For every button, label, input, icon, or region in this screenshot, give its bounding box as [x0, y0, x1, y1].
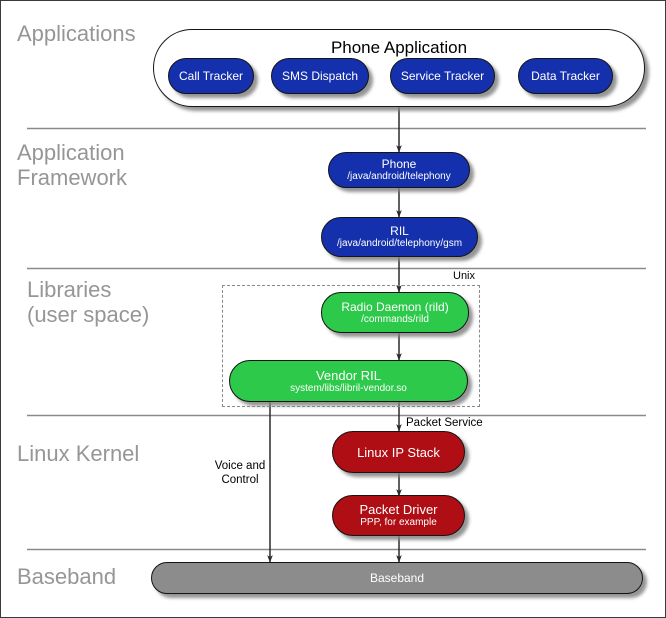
framework-node-ril[interactable]: RIL /java/android/telephony/gsm: [321, 217, 478, 257]
tier-label-baseband: Baseband: [17, 564, 117, 589]
baseband-label: Baseband: [369, 571, 425, 585]
app-node-service-tracker[interactable]: Service Tracker: [390, 58, 495, 94]
kernel-title-linux-ip-stack: Linux IP Stack: [357, 444, 440, 460]
library-path-radio-daemon: /commands/rild: [361, 313, 429, 325]
framework-title-ril: RIL: [390, 224, 409, 238]
app-label-data-tracker: Data Tracker: [531, 69, 600, 83]
library-title-radio-daemon: Radio Daemon (rild): [341, 299, 449, 314]
kernel-node-packet-driver[interactable]: Packet Driver PPP, for example: [332, 495, 465, 536]
library-title-vendor-ril: Vendor RIL: [315, 367, 382, 383]
kernel-sub-packet-driver: PPP, for example: [360, 517, 437, 528]
tier-label-libraries: Libraries (user space): [27, 277, 150, 327]
edge-label-voice-and-control: Voice and Control: [214, 460, 266, 486]
baseband-node[interactable]: Baseband: [151, 562, 643, 594]
tier-separators: [27, 127, 646, 551]
app-label-call-tracker: Call Tracker: [178, 69, 243, 83]
library-node-vendor-ril[interactable]: Vendor RIL system/libs/libril-vendor.so: [229, 360, 468, 402]
kernel-title-packet-driver: Packet Driver: [359, 502, 438, 517]
framework-title-phone: Phone: [381, 157, 417, 171]
framework-node-phone[interactable]: Phone /java/android/telephony: [328, 152, 470, 188]
framework-path-ril: /java/android/telephony/gsm: [336, 238, 463, 249]
app-node-sms-dispatch[interactable]: SMS Dispatch: [271, 58, 369, 94]
framework-path-phone: /java/android/telephony: [347, 171, 451, 182]
unix-group-label: Unix: [453, 270, 476, 282]
app-label-sms-dispatch: SMS Dispatch: [281, 69, 359, 83]
kernel-node-linux-ip-stack[interactable]: Linux IP Stack: [332, 431, 465, 473]
unix-group-box: [222, 285, 480, 407]
phone-application-title: Phone Application: [330, 38, 468, 57]
edge-label-packet-service: Packet Service: [406, 417, 483, 429]
app-label-service-tracker: Service Tracker: [400, 69, 485, 83]
tier-label-application-framework: Application Framework: [17, 140, 128, 190]
tier-label-applications: Applications: [17, 21, 136, 46]
tier-label-linux-kernel: Linux Kernel: [17, 441, 140, 466]
library-path-vendor-ril: system/libs/libril-vendor.so: [290, 382, 407, 394]
app-node-data-tracker[interactable]: Data Tracker: [518, 58, 613, 94]
app-node-call-tracker[interactable]: Call Tracker: [168, 58, 254, 94]
library-node-radio-daemon[interactable]: Radio Daemon (rild) /commands/rild: [321, 292, 469, 333]
